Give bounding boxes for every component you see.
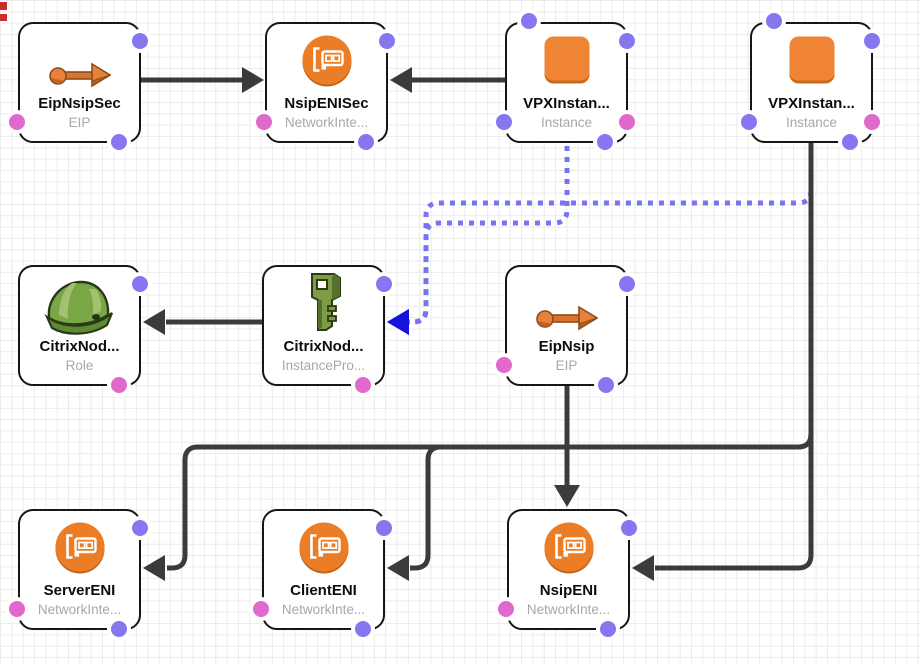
node-title: VPXInstan... <box>768 95 855 112</box>
resource-node-CitrixNodeInstanceProfile[interactable]: CitrixNod... InstancePro... <box>262 265 393 394</box>
connection-port-purple[interactable] <box>132 520 149 537</box>
connection-port-purple[interactable] <box>600 621 617 638</box>
node-icon-wrap <box>264 271 383 333</box>
connection-port-purple[interactable] <box>111 621 128 638</box>
connection-port-pink[interactable] <box>864 114 881 131</box>
edge-VPXInstance2-to-InstanceProfile[interactable] <box>409 147 814 325</box>
node-icon-wrap <box>509 517 628 579</box>
connection-port-pink[interactable] <box>253 601 270 618</box>
node-subtitle: Instance <box>540 115 593 130</box>
resource-node-ClientENI[interactable]: ClientENI NetworkInte... <box>253 509 393 638</box>
instance-icon <box>544 36 589 84</box>
node-title: NsipENI <box>539 582 598 599</box>
node-icon-wrap <box>20 276 139 338</box>
connection-port-purple[interactable] <box>111 134 128 151</box>
connection-port-pink[interactable] <box>496 357 513 374</box>
resource-node-VPXInstance-2[interactable]: VPXInstan... Instance <box>741 13 881 151</box>
connection-port-purple[interactable] <box>358 134 375 151</box>
eip-arrow-icon <box>535 305 598 331</box>
connection-port-pink[interactable] <box>9 114 26 131</box>
connection-port-purple[interactable] <box>621 520 638 537</box>
node-title: VPXInstan... <box>523 95 610 112</box>
node-icon-wrap <box>267 30 386 92</box>
instance-icon <box>789 36 834 84</box>
canvas-edge-marker <box>0 14 7 21</box>
connection-port-purple[interactable] <box>521 13 538 30</box>
node-title: ServerENI <box>43 582 116 599</box>
node-subtitle: NetworkInte... <box>526 602 611 617</box>
node-subtitle: EIP <box>555 358 578 373</box>
connection-port-pink[interactable] <box>9 601 26 618</box>
arrowhead-EipNsipSec-to-NsipENISec <box>242 67 264 93</box>
arrowhead-VPXInstance1-to-NsipENISec <box>390 67 412 93</box>
arrowhead-VPXInstance2-to-NsipENI <box>632 555 654 581</box>
role-helmet-icon <box>43 280 113 335</box>
node-title: ClientENI <box>290 582 357 599</box>
node-subtitle: InstancePro... <box>281 358 366 373</box>
connection-port-purple[interactable] <box>355 621 372 638</box>
connection-port-purple[interactable] <box>597 134 614 151</box>
resource-node-CitrixNodeRole[interactable]: CitrixNod... Role <box>18 265 149 394</box>
instance-profile-key-icon <box>310 273 341 331</box>
resource-node-VPXInstance-1[interactable]: VPXInstan... Instance <box>496 13 636 151</box>
node-subtitle: NetworkInte... <box>37 602 122 617</box>
connection-port-pink[interactable] <box>111 377 128 394</box>
connection-port-purple[interactable] <box>598 377 615 394</box>
node-icon-wrap <box>507 287 626 349</box>
edge-VPXInstance2-to-ServerENI[interactable] <box>167 143 814 571</box>
node-subtitle: Instance <box>785 115 838 130</box>
network-interface-icon <box>544 522 593 574</box>
connection-port-purple[interactable] <box>864 33 881 50</box>
canvas-edge-marker <box>0 2 7 10</box>
edge-VPXInstance1-to-InstanceProfile[interactable] <box>409 146 570 325</box>
node-icon-wrap <box>507 29 626 91</box>
node-icon-wrap <box>752 29 871 91</box>
node-subtitle: EIP <box>68 115 91 130</box>
network-interface-icon <box>55 522 104 574</box>
connection-port-purple[interactable] <box>496 114 513 131</box>
connection-port-purple[interactable] <box>379 33 396 50</box>
arrowhead-InstanceProfile-to-Role <box>143 309 165 335</box>
node-title: EipNsipSec <box>38 95 121 112</box>
node-subtitle: NetworkInte... <box>281 602 366 617</box>
connection-port-purple[interactable] <box>376 276 393 293</box>
resource-node-NsipENI[interactable]: NsipENI NetworkInte... <box>498 509 638 638</box>
arrowhead-EipNsip-to-NsipENI <box>554 485 580 507</box>
connection-port-pink[interactable] <box>355 377 372 394</box>
node-title: EipNsip <box>538 338 595 355</box>
node-title: CitrixNod... <box>283 338 364 355</box>
eip-arrow-icon <box>48 62 111 88</box>
network-interface-icon <box>299 522 348 574</box>
connection-port-purple[interactable] <box>376 520 393 537</box>
node-subtitle: Role <box>65 358 94 373</box>
node-title: CitrixNod... <box>39 338 120 355</box>
arrowhead-VPXInstance2-to-ClientENI <box>387 555 409 581</box>
connection-port-purple[interactable] <box>741 114 758 131</box>
node-icon-wrap <box>264 517 383 579</box>
resource-node-ServerENI[interactable]: ServerENI NetworkInte... <box>9 509 149 638</box>
network-interface-icon <box>302 35 351 87</box>
node-icon-wrap <box>20 517 139 579</box>
node-title: NsipENISec <box>284 95 369 112</box>
connection-port-purple[interactable] <box>132 276 149 293</box>
connection-port-purple[interactable] <box>619 33 636 50</box>
connection-port-purple[interactable] <box>619 276 636 293</box>
connection-port-purple[interactable] <box>842 134 859 151</box>
arrowhead-VPXInstance2-to-ServerENI <box>143 555 165 581</box>
node-subtitle: NetworkInte... <box>284 115 369 130</box>
arrowhead-VPXInstance2-to-InstanceProfile <box>387 309 409 335</box>
edge-VPXInstance2-to-NsipENI[interactable] <box>655 143 814 571</box>
connection-port-pink[interactable] <box>619 114 636 131</box>
connection-port-pink[interactable] <box>256 114 273 131</box>
connection-port-pink[interactable] <box>498 601 515 618</box>
connection-port-purple[interactable] <box>132 33 149 50</box>
connection-port-purple[interactable] <box>766 13 783 30</box>
node-icon-wrap <box>20 44 139 106</box>
